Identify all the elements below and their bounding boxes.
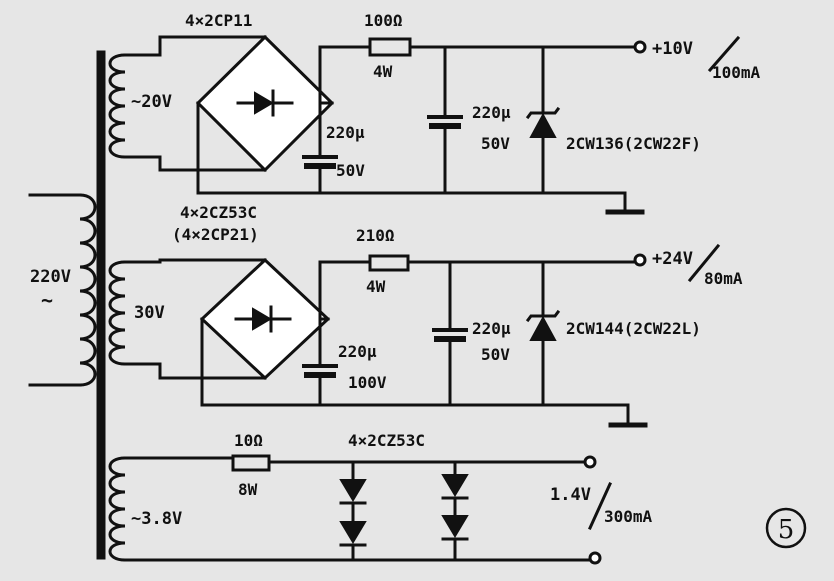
resistor-1-power: 4W bbox=[373, 62, 393, 81]
output-2-voltage: +24V bbox=[652, 249, 693, 269]
filter-cap-2-voltage: 100V bbox=[348, 373, 387, 392]
resistor-2-power: 4W bbox=[366, 277, 386, 296]
zener-2-label: 2CW144(2CW22L) bbox=[566, 319, 701, 338]
secondary-winding-2 bbox=[108, 260, 127, 366]
bridge-alt-label-1: 4×2CZ53C bbox=[180, 203, 257, 222]
filter-cap-1-voltage: 50V bbox=[336, 161, 365, 180]
wire-2-pos bbox=[318, 260, 372, 321]
diode-icon bbox=[441, 515, 469, 538]
primary-winding bbox=[78, 193, 97, 387]
zener-1-label: 2CW136(2CW22F) bbox=[566, 134, 701, 153]
filter-cap-1-value: 220µ bbox=[326, 123, 365, 142]
filter-cap-1-plate bbox=[304, 163, 336, 169]
zener-diode-1 bbox=[529, 112, 557, 138]
output-cap-2-value: 220µ bbox=[472, 319, 511, 338]
resistor-3-value: 10Ω bbox=[234, 431, 263, 450]
output-terminal-3a bbox=[583, 455, 597, 469]
figure-number: 5 bbox=[778, 515, 795, 545]
resistor-3 bbox=[231, 454, 271, 472]
ground-wire-2 bbox=[318, 403, 630, 424]
ground-wire-1 bbox=[318, 191, 627, 212]
circuit2 bbox=[108, 253, 648, 428]
zener-diode-2 bbox=[529, 315, 557, 341]
output-cap-1-voltage: 50V bbox=[481, 134, 510, 153]
primary-ac-symbol: ~ bbox=[41, 288, 53, 312]
bridge-alt-label-2: (4×2CP21) bbox=[172, 225, 259, 244]
output-cap-2-voltage: 50V bbox=[481, 345, 510, 364]
secondary-voltage-2: 30V bbox=[134, 303, 165, 323]
filter-cap-2-value: 220µ bbox=[338, 342, 377, 361]
bridge-label-1: 4×2CP11 bbox=[185, 11, 252, 30]
resistor-2-value: 210Ω bbox=[356, 226, 395, 245]
wire-1-neg bbox=[196, 101, 322, 195]
zener-bar-1 bbox=[525, 106, 561, 120]
primary-voltage-label: 220V bbox=[30, 267, 71, 287]
resistor-1 bbox=[368, 37, 412, 57]
diode-icon bbox=[339, 479, 367, 502]
diode-icon bbox=[441, 474, 469, 497]
wire-2a bbox=[123, 258, 267, 264]
wire-2-neg bbox=[200, 317, 322, 407]
wire-1-pos bbox=[318, 45, 372, 105]
diodes-label: 4×2CZ53C bbox=[348, 431, 425, 450]
figure-number-circle bbox=[765, 507, 807, 549]
wire-1a bbox=[123, 35, 267, 57]
secondary-voltage-1: ~20V bbox=[131, 92, 172, 112]
output-3-voltage: 1.4V bbox=[550, 485, 591, 505]
wire-1b bbox=[123, 155, 267, 172]
circuit1 bbox=[108, 34, 647, 215]
transformer bbox=[28, 50, 106, 560]
resistor-3-power: 8W bbox=[238, 480, 258, 499]
output-terminal-2 bbox=[633, 253, 647, 267]
output-1-voltage: +10V bbox=[652, 39, 693, 59]
output-terminal-1 bbox=[633, 40, 647, 54]
resistor-1-value: 100Ω bbox=[364, 11, 403, 30]
circuit3 bbox=[108, 454, 602, 565]
output-1-current: 100mA bbox=[712, 63, 761, 82]
output-2-current: 80mA bbox=[704, 269, 743, 288]
slash-1 bbox=[707, 35, 741, 73]
wire-2b bbox=[123, 362, 267, 380]
secondary-voltage-3: ~3.8V bbox=[131, 509, 182, 529]
output-terminal-3b bbox=[588, 551, 602, 565]
resistor-2 bbox=[368, 254, 410, 272]
secondary-winding-1 bbox=[108, 53, 127, 159]
slash-3 bbox=[588, 482, 612, 530]
diode-icon bbox=[339, 521, 367, 544]
slash-2 bbox=[687, 243, 721, 283]
secondary-winding-3 bbox=[108, 456, 127, 562]
output-cap-1-value: 220µ bbox=[472, 103, 511, 122]
output-3-current: 300mA bbox=[604, 507, 653, 526]
